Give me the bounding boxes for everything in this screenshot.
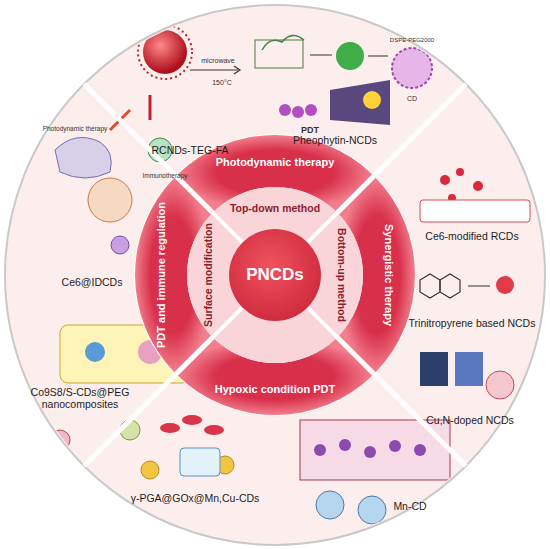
node-label: Trinitropyrene based NCDs [400,317,545,329]
tumor-panel [180,448,220,476]
node-label: Cu,N-doped NCDs [415,414,525,426]
arrow-head [234,66,240,74]
organelle [85,342,105,362]
node-label: Photodynamic therapy [190,156,360,168]
node-label: Top-down method [215,202,335,214]
process-arrow [310,54,332,55]
node-label: PDT and immune regulation [155,185,167,365]
cell-images [316,486,474,524]
spiky-particle [138,25,192,79]
application-sector: RCNDs-TEG-FA Pheophytin-NCDs [60,0,490,165]
particle-row [314,439,426,458]
annotation-label: microwave [201,57,234,64]
annotation-label: DSPE-PEG2000 [390,37,434,43]
node-label: γ-PGA@GOx@Mn,Cu-CDs [125,492,265,504]
mouse-sketch [55,138,111,179]
ring-backdrop [134,134,416,416]
node-label: Co9S8/S-CDs@PEG nanocomposites [30,386,130,410]
node-label: Hypoxic condition PDT [190,383,360,395]
therapy-band: Hypoxic condition PDT [190,383,360,395]
annotation-label: CD [407,95,417,102]
ring-layer [84,84,466,466]
scheme-panel [420,200,530,222]
method-band: Bottom-up method [336,215,348,335]
annotation-label: 150°C [212,79,232,86]
light-beam [149,95,152,120]
node-label: Synergistic therapy [383,190,395,360]
application-sector: Ce6@IDCDsCo9S8/S-CDs@PEG nanocomposites [0,90,155,470]
application-sector: γ-PGA@GOx@Mn,Cu-CDsMn-CD [80,400,470,549]
molecule-sketch [262,35,304,50]
annotation-label: Photodynamic therapy [43,125,108,132]
node-label: PNCDs [246,265,304,285]
micelle [392,48,432,88]
process-arrow [468,285,490,286]
beaker [455,352,483,386]
application-sector: Ce6-modified RCDsTrinitropyrene based NC… [395,90,550,470]
node-label: Bottom-up method [336,215,348,335]
process-arrow [368,55,388,56]
fluorescence-spot [363,91,381,109]
illustrations [50,25,530,524]
cell [50,430,70,450]
therapy-band: Synergistic therapy [383,190,395,360]
core-circle: PNCDs [229,229,321,321]
node-label: Pheophytin-NCDs [280,134,390,146]
beaker [420,352,448,386]
annotation-label: PDT [301,125,319,135]
sector-divider [84,366,184,466]
dot-product [496,276,514,294]
process-arrow [190,69,238,70]
method-band: Surface modification [202,215,214,335]
method-band: Top-down method [215,202,335,214]
immune-cell [111,236,129,254]
therapy-band: Photodynamic therapy [190,156,360,168]
node-label: Ce6-modified RCDs [417,230,527,242]
sector-divider [366,84,466,184]
mouse-image [330,80,390,125]
nanoparticles [440,168,483,202]
outer-disc [5,5,545,545]
cell [486,371,514,399]
blood-cells [160,415,224,435]
node-label: RCNDs-TEG-FA [135,144,245,156]
pyrene-structure [420,274,460,298]
tumor-cell [88,178,132,222]
annotation-label: Immunotherapy [142,172,187,179]
node-label: Mn-CD [380,500,440,512]
node-label: Surface modification [202,215,214,335]
node-label: Ce6@IDCDs [47,276,137,288]
molecule-box [255,40,303,68]
green-dot [336,42,364,70]
sector-divider [84,84,184,184]
dot-cluster [279,104,317,118]
therapy-band: PDT and immune regulation [155,185,167,365]
